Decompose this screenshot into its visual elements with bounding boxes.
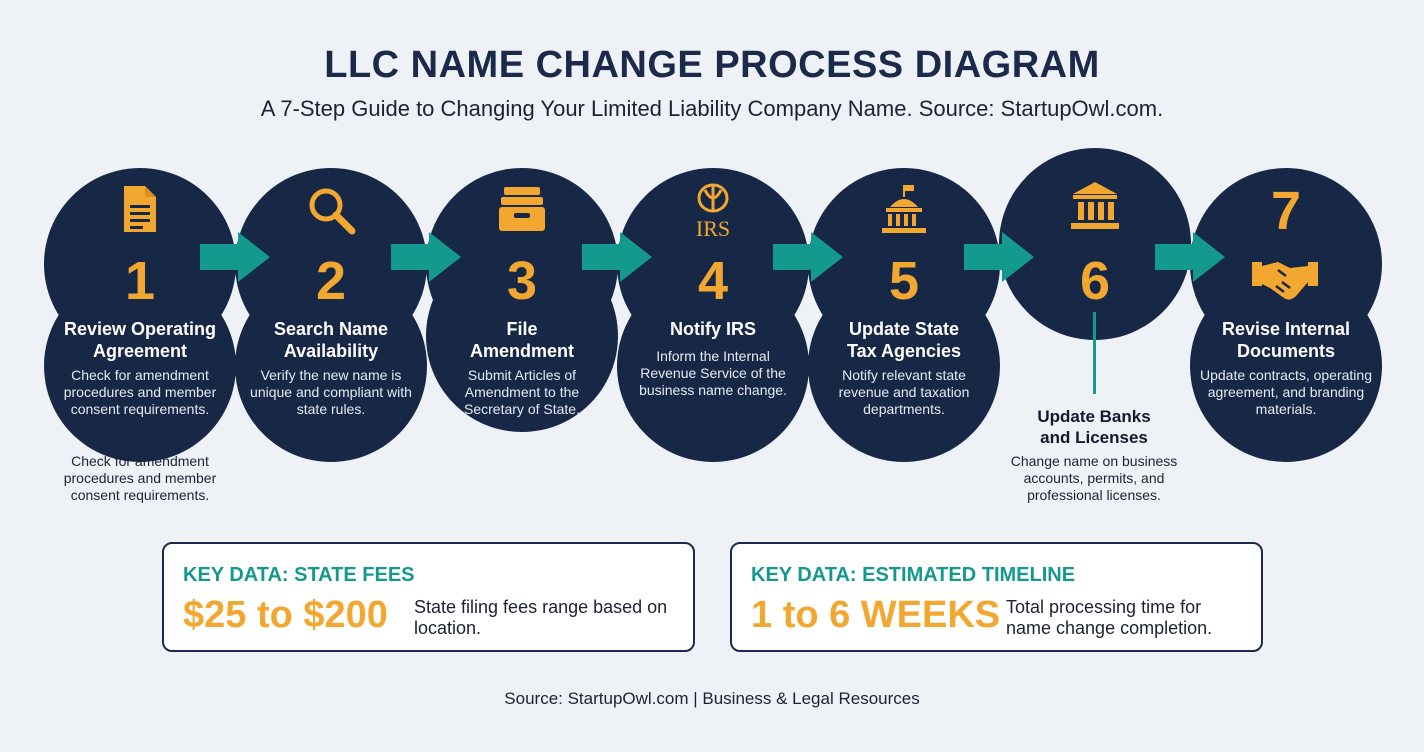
- search-icon: [309, 188, 356, 235]
- footer-source: Source: StartupOwl.com | Business & Lega…: [504, 689, 920, 708]
- step-5-circle-lower: [808, 270, 1000, 462]
- step-6-connector: [1093, 312, 1096, 394]
- step-1-number: 1: [124, 251, 156, 311]
- timeline-desc: Total processing time for name change co…: [1006, 597, 1213, 638]
- arrow-6-7: [1155, 232, 1225, 282]
- irs-logo-icon: IRS: [696, 183, 730, 240]
- step-3-desc: Submit Articles of Amendment to the Secr…: [464, 367, 580, 417]
- arrow-1-2: [200, 232, 270, 282]
- arrow-2-3: [391, 232, 461, 282]
- step-3-number: 3: [506, 251, 538, 311]
- page-title: LLC NAME CHANGE PROCESS DIAGRAM: [324, 44, 1100, 86]
- step-1-desc: Check for amendment procedures and membe…: [63, 367, 217, 417]
- timeline-value: 1 to 6 WEEKS: [751, 594, 1001, 636]
- arrow-4-5: [773, 232, 843, 282]
- step-7-circle-lower: [1190, 270, 1382, 462]
- capitol-building-icon: [882, 185, 926, 233]
- page-subtitle: A 7-Step Guide to Changing Your Limited …: [260, 96, 1164, 121]
- step-2-desc: Verify the new name is unique and compli…: [250, 367, 412, 417]
- step-1-note: Check for amendment procedures and membe…: [63, 453, 217, 503]
- step-4-desc: Inform the Internal Revenue Service of t…: [639, 348, 787, 398]
- step-2-number: 2: [315, 251, 347, 311]
- state-fees-card: KEY DATA: STATE FEES $25 to $200 State f…: [162, 542, 695, 652]
- arrow-3-4: [582, 232, 652, 282]
- file-box-icon: [499, 187, 545, 231]
- document-icon: [124, 186, 156, 232]
- step-7-number: 7: [1270, 181, 1302, 241]
- state-fees-label: KEY DATA: STATE FEES: [183, 564, 415, 586]
- step-4-title: Notify IRS: [669, 319, 756, 339]
- step-5-desc: Notify relevant state revenue and taxati…: [838, 367, 970, 417]
- bank-icon: [1071, 182, 1119, 229]
- irs-logo-text: IRS: [696, 216, 730, 240]
- step-4-circle-lower: [617, 270, 809, 462]
- timeline-card: KEY DATA: ESTIMATED TIMELINE 1 to 6 WEEK…: [730, 542, 1263, 652]
- step-6-desc: Change name on business accounts, permit…: [1010, 453, 1178, 503]
- step-4-number: 4: [697, 251, 729, 311]
- step-6-number: 6: [1079, 251, 1111, 311]
- state-fees-value: $25 to $200: [183, 594, 388, 636]
- step-2-circle-lower: [235, 270, 427, 462]
- handshake-icon: [1252, 262, 1318, 300]
- timeline-label: KEY DATA: ESTIMATED TIMELINE: [751, 564, 1076, 586]
- arrow-5-6: [964, 232, 1034, 282]
- step-1-circle-lower: [44, 270, 236, 462]
- state-fees-desc: State filing fees range based on locatio…: [414, 597, 668, 638]
- step-5-number: 5: [888, 251, 920, 311]
- step-7-desc: Update contracts, operating agreement, a…: [1200, 367, 1372, 417]
